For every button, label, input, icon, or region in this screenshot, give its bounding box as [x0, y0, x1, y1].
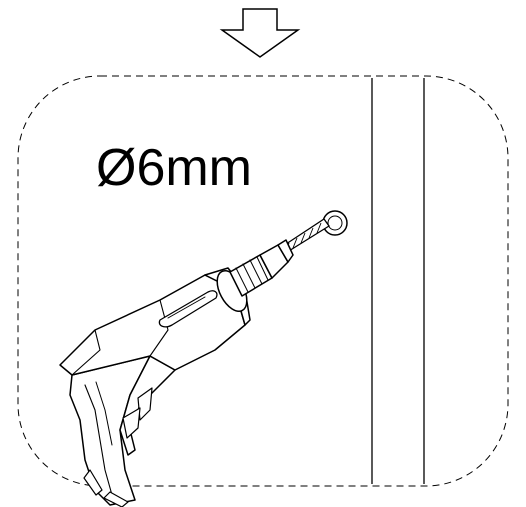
dashed-frame: [17, 75, 509, 487]
down-arrow-icon: [219, 8, 301, 58]
drill-size-label: Ø6mm: [96, 139, 252, 197]
power-drill-icon: [59, 239, 294, 507]
drill-hole-icon: [322, 210, 348, 236]
wall-section: [371, 78, 425, 484]
